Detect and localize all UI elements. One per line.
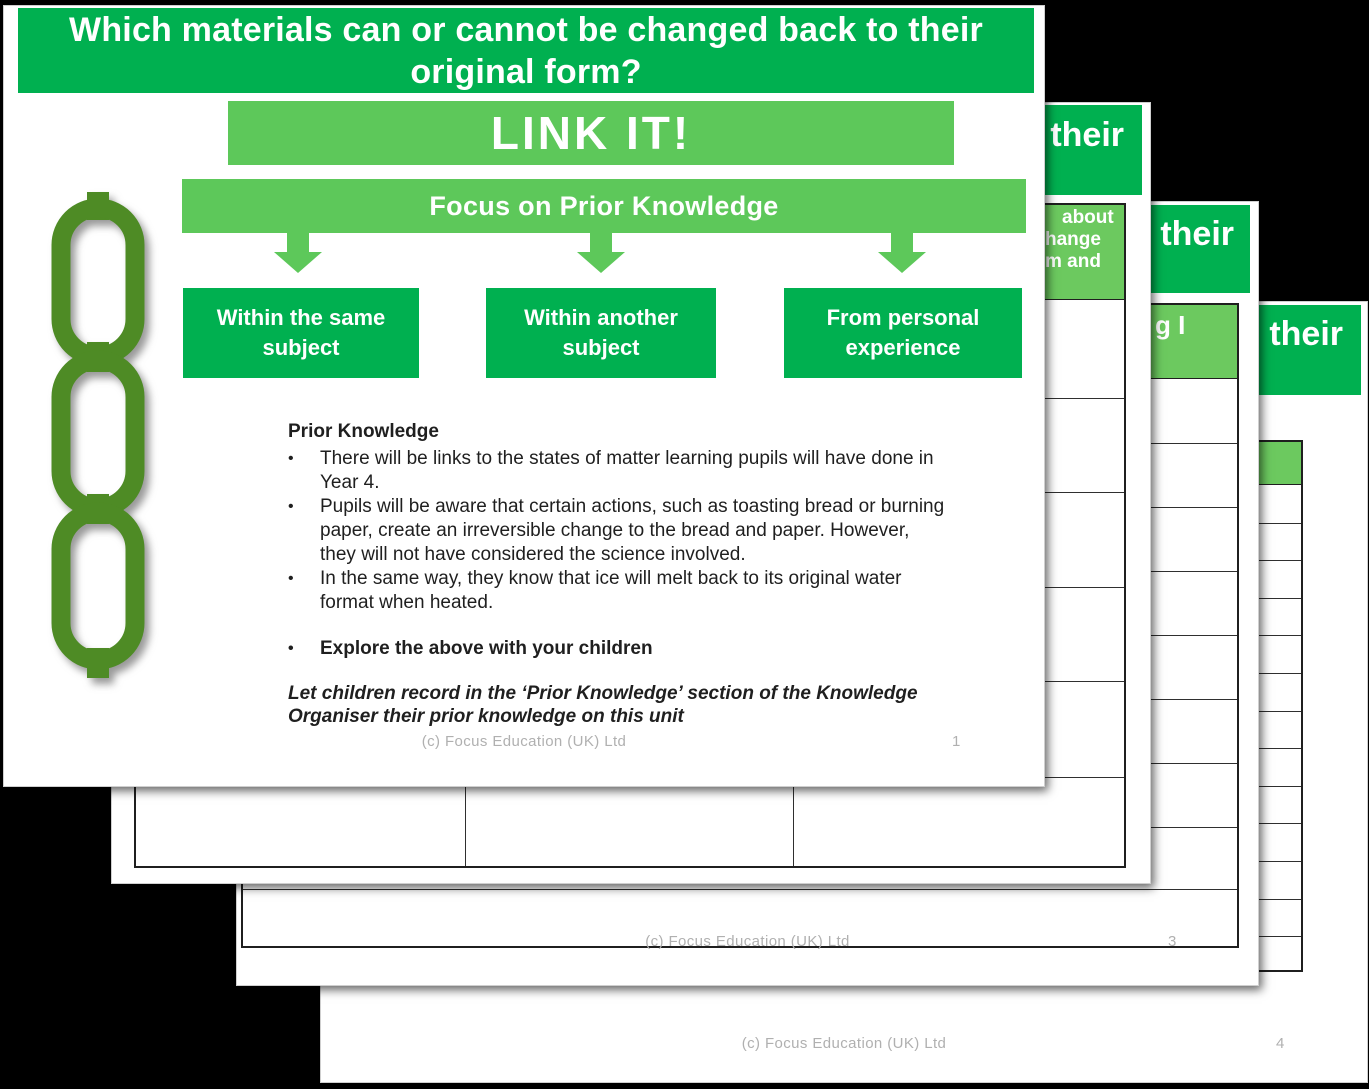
slide4-footer: (c) Focus Education (UK) Ltd	[741, 1035, 947, 1052]
slide1-footer: (c) Focus Education (UK) Ltd	[421, 733, 627, 750]
link-it-banner: LINK IT!	[228, 101, 954, 165]
bullet-icon: •	[288, 570, 294, 587]
slide1-page-number: 1	[952, 733, 961, 750]
bullet-icon: •	[288, 498, 294, 515]
slide-1: Which materials can or cannot be changed…	[4, 6, 1044, 786]
bullet-item: • In the same way, they know that ice wi…	[288, 568, 902, 613]
focus-banner: Focus on Prior Knowledge	[182, 179, 1026, 233]
chain-links-icon	[51, 192, 145, 678]
down-arrow-icon	[577, 233, 625, 273]
slide3-footer: (c) Focus Education (UK) Ltd	[645, 933, 850, 950]
bullet-icon: •	[288, 450, 294, 467]
prior-knowledge-heading: Prior Knowledge	[288, 421, 439, 442]
slide3-header-cell-fragment: g I	[1155, 310, 1186, 340]
down-arrow-icon	[878, 233, 926, 273]
slide2-header-fragment-2: hange	[1045, 229, 1101, 250]
slide1-title-bar: Which materials can or cannot be changed…	[18, 8, 1034, 93]
topic-box-personal-experience: From personal experience	[784, 288, 1022, 378]
topic-box-another-subject: Within another subject	[486, 288, 716, 378]
slide1-title: Which materials can or cannot be changed…	[69, 11, 983, 91]
slide2-title-fragment: their	[1050, 116, 1124, 154]
topic-box-same-subject: Within the same subject	[183, 288, 419, 378]
explore-note: • Explore the above with your children	[288, 638, 653, 659]
bullet-icon: •	[288, 640, 294, 657]
record-note: Let children record in the ‘Prior Knowle…	[288, 683, 918, 727]
prior-knowledge-block: Prior Knowledge • There will be links to…	[288, 420, 948, 728]
down-arrow-icon	[274, 233, 322, 273]
bullet-item: • Pupils will be aware that certain acti…	[288, 496, 945, 565]
slide3-page-number: 3	[1168, 933, 1177, 950]
slide2-header-fragment-1: about	[1062, 207, 1114, 228]
slide3-title-fragment: their	[1160, 215, 1234, 253]
slide2-header-fragment-3: m and	[1045, 251, 1101, 272]
slide4-title-fragment: their	[1269, 315, 1343, 353]
bullet-item: • There will be links to the states of m…	[288, 448, 934, 493]
slide4-page-number: 4	[1276, 1035, 1285, 1052]
